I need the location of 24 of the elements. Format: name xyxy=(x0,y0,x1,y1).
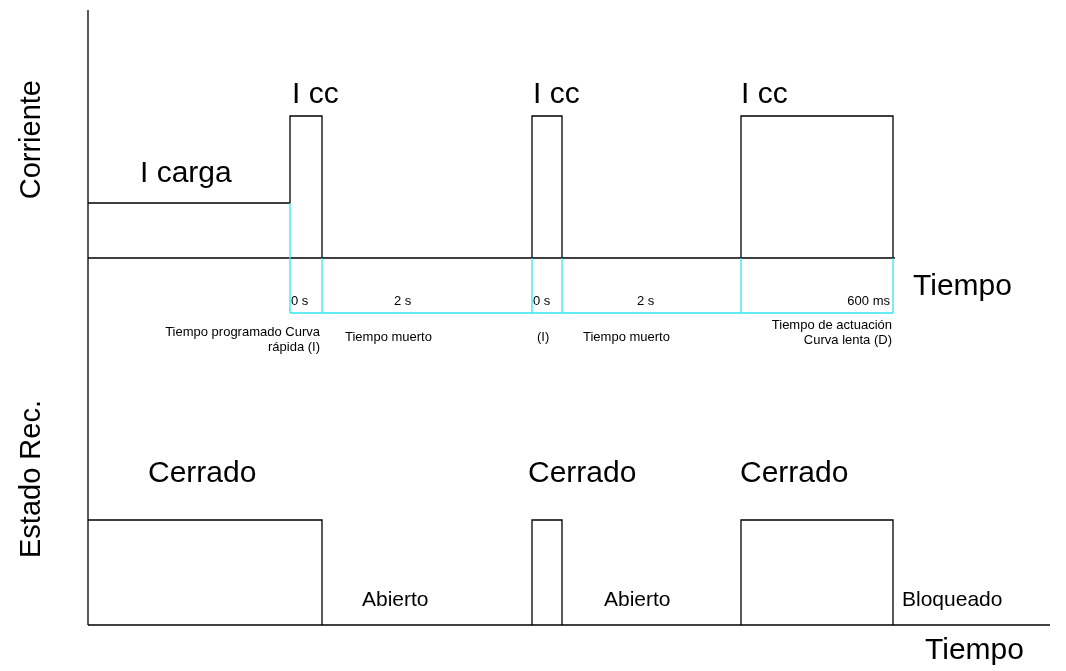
signal-label: I cc xyxy=(533,76,580,111)
interval-description: Tiempo de actuación Curva lenta (D) xyxy=(770,318,892,348)
duration-label: 0 s xyxy=(291,294,309,309)
signal-label: I carga xyxy=(140,155,232,190)
axis-title: Estado Rec. xyxy=(14,400,47,558)
duration-label: 600 ms xyxy=(846,294,890,309)
signal-label: I cc xyxy=(292,76,339,111)
interval-description: (I) xyxy=(537,330,550,345)
state-label: Cerrado xyxy=(528,455,637,490)
state-label: Bloqueado xyxy=(902,587,1003,612)
interval-description: Tiempo muerto xyxy=(345,330,432,345)
interval-description: Tiempo muerto xyxy=(583,330,670,345)
interval-description: Tiempo programado Curva rápida (I) xyxy=(164,325,320,355)
state-label: Cerrado xyxy=(740,455,849,490)
state-label: Abierto xyxy=(362,587,429,612)
duration-label: 2 s xyxy=(637,294,655,309)
axis-label: Tiempo xyxy=(925,632,1024,667)
duration-label: 2 s xyxy=(394,294,412,309)
axis-title: Corriente xyxy=(14,80,47,200)
state-label: Abierto xyxy=(604,587,671,612)
axis-label: Tiempo xyxy=(913,268,1012,303)
state-label: Cerrado xyxy=(148,455,257,490)
duration-label: 0 s xyxy=(533,294,551,309)
signal-label: I cc xyxy=(741,76,788,111)
